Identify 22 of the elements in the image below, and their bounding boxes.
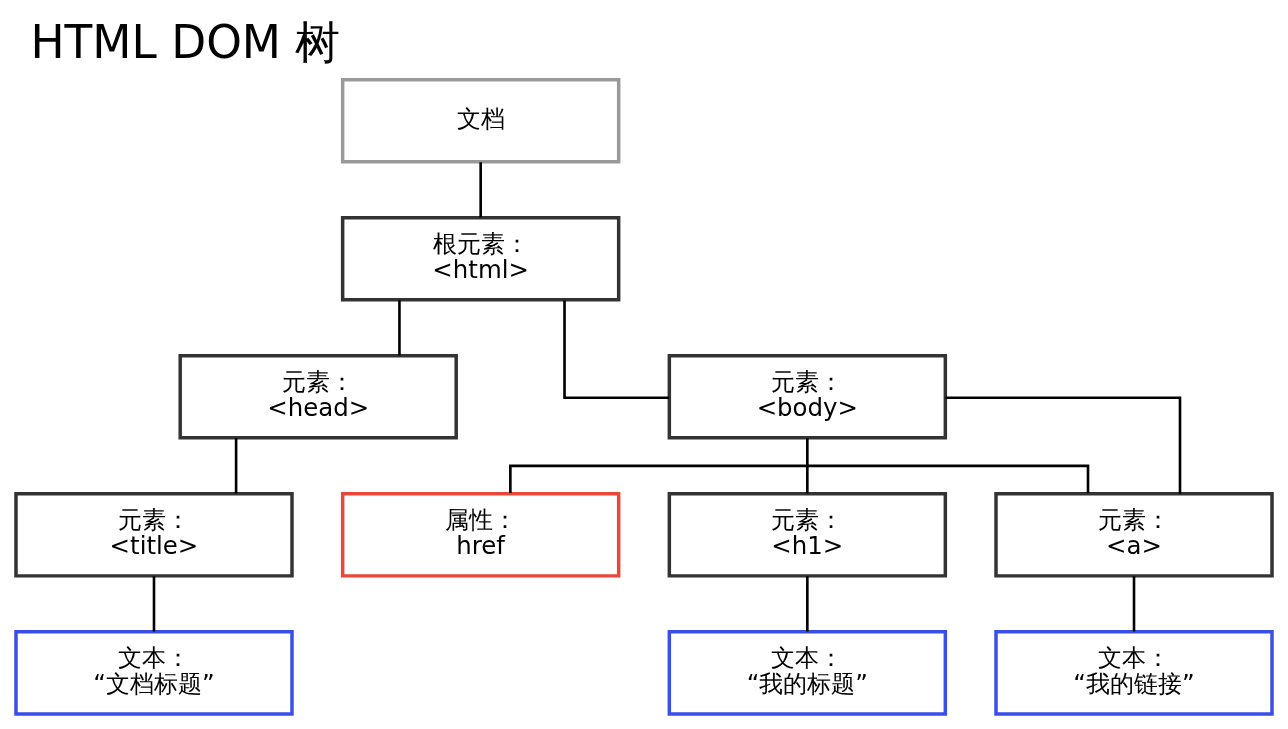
node-box: 文本： “我的链接” <box>994 630 1274 716</box>
connector <box>234 438 238 494</box>
connector <box>563 300 669 399</box>
node-box: 元素： <body> <box>667 354 948 440</box>
node-box: 属性： href <box>340 492 621 578</box>
node-box: 元素： <h1> <box>667 492 948 578</box>
connector <box>152 576 156 632</box>
node-box: 文本： “我的标题” <box>667 630 948 716</box>
node-box: 根元素： <html> <box>340 216 621 302</box>
connector <box>945 396 1182 494</box>
node-box: 文本： “文档标题” <box>14 630 294 716</box>
node-box: 元素： <head> <box>178 354 458 440</box>
node-box: 元素： <a> <box>994 492 1274 578</box>
diagram-title: HTML DOM 树 <box>30 16 341 70</box>
connector <box>479 162 482 218</box>
connector <box>1132 576 1136 632</box>
node-box: 元素： <title> <box>14 492 294 578</box>
connector <box>509 464 1090 494</box>
connector <box>806 438 809 494</box>
node-box: 文档 <box>340 78 621 164</box>
connector <box>806 576 809 632</box>
connector <box>398 300 401 356</box>
